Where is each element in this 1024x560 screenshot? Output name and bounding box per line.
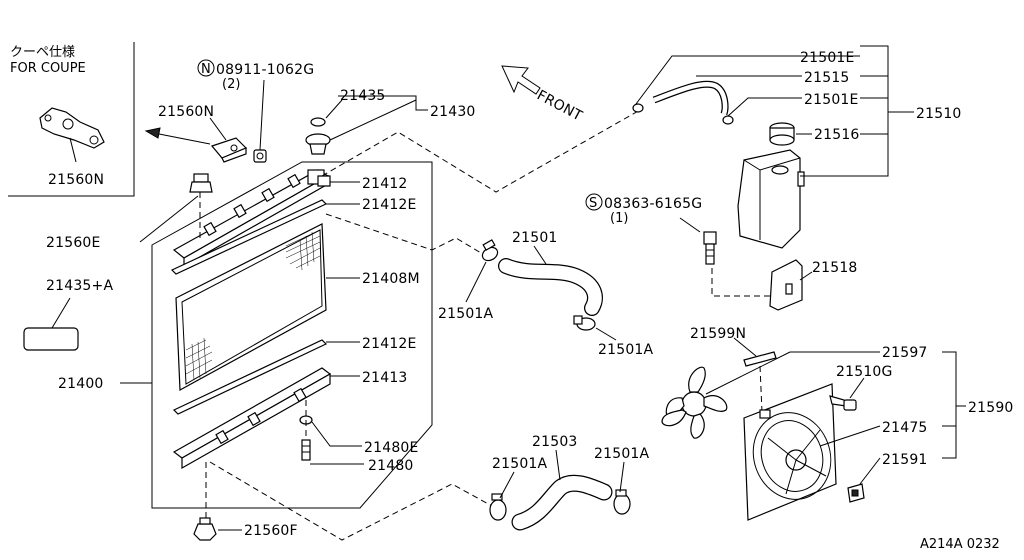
label-21597: 21597: [882, 345, 928, 361]
label-21501: 21501: [512, 230, 558, 246]
hose-route-lower: [209, 461, 493, 541]
reservoir-bracket-21518: [769, 259, 803, 311]
label-21560N: 21560N: [158, 104, 214, 120]
hose-route-upper: [325, 213, 487, 257]
lower-seal-21412E: [172, 339, 328, 415]
inset-title-en: FOR COUPE: [10, 61, 86, 76]
coupe-inset: クーペ仕様 FOR COUPE 21560N: [8, 42, 135, 197]
label-21516: 21516: [814, 127, 860, 143]
label-21501A-low2: 21501A: [594, 446, 650, 462]
label-08363: 08363-6165G: [604, 196, 702, 212]
label-21480: 21480: [368, 458, 414, 474]
label-21400: 21400: [58, 376, 104, 392]
fan-blade-21597: [661, 366, 728, 439]
radiator-cap-21430: [305, 133, 331, 155]
inset-title-jp: クーペ仕様: [10, 45, 75, 60]
label-21590: 21590: [968, 400, 1014, 416]
label-08911: 08911-1062G: [216, 62, 314, 78]
screw-21510G: [829, 395, 857, 411]
hose-clamp-upper-left: [481, 239, 499, 262]
label-21518: 21518: [812, 260, 858, 276]
label-21503: 21503: [532, 434, 578, 450]
label-21501A-left: 21501A: [438, 306, 494, 322]
drain-plug-21480: [301, 439, 311, 461]
reservoir-hose-21515: [652, 80, 729, 116]
label-21560N-inset: 21560N: [48, 172, 104, 188]
lower-mount-21560F: [193, 517, 217, 541]
hose-clip-21501E-top: [632, 103, 644, 113]
label-21408M: 21408M: [362, 271, 420, 287]
seal-ring-21435: [310, 117, 326, 127]
label-08911-qty: (2): [222, 77, 240, 92]
connector-21591: [847, 483, 865, 503]
label-21501A-low1: 21501A: [492, 456, 548, 472]
label-plate-icon: [23, 327, 79, 351]
circle-s-icon: [585, 193, 603, 211]
upper-mount-21560E: [189, 173, 213, 193]
radiator-assembly-frame: 21400: [58, 161, 433, 509]
front-label: FRONT: [534, 87, 585, 124]
reservoir-cap-21516: [769, 122, 795, 146]
reservoir-tank: [737, 149, 805, 249]
front-arrow-icon: FRONT: [501, 65, 585, 125]
drawing-reference: A214A 0232: [920, 537, 1000, 552]
hose-clip-21501E-mid: [722, 115, 734, 125]
hose-clamp-lower-left: [489, 493, 507, 521]
hose-route-upper-reservoir: [321, 109, 641, 193]
hose-clamp-lower-right: [613, 489, 631, 515]
label-21501E-mid: 21501E: [804, 92, 859, 108]
label-21501E-top: 21501E: [800, 50, 855, 66]
label-21501A-mid: 21501A: [598, 342, 654, 358]
upper-hose-21501: [498, 258, 603, 316]
label-21510: 21510: [916, 106, 962, 122]
label-21510G: 21510G: [836, 364, 893, 380]
reservoir-bracket-route: [711, 268, 770, 297]
fan-label-21599N: [743, 351, 777, 367]
hose-clamp-upper-right: [573, 315, 596, 331]
arrow-left-icon: [144, 127, 211, 145]
label-21412E-bottom: 21412E: [362, 336, 417, 352]
label-21480E: 21480E: [364, 440, 419, 456]
label-21435A: 21435+A: [46, 278, 113, 294]
label-21435: 21435: [340, 88, 386, 104]
circle-n-letter: N: [201, 62, 211, 77]
label-21413: 21413: [362, 370, 408, 386]
nut-08911: [253, 149, 267, 163]
label-21412E-top: 21412E: [362, 197, 417, 213]
label-21515: 21515: [804, 70, 850, 86]
label-21475: 21475: [882, 420, 928, 436]
label-21560E: 21560E: [46, 235, 101, 251]
lower-tank-21413: [172, 367, 332, 470]
radiator-core-21408M: [175, 223, 327, 391]
label-21430: 21430: [430, 104, 476, 120]
fan-shroud-21590: [743, 383, 837, 521]
coupe-bracket-icon: [39, 107, 105, 149]
label-21412: 21412: [362, 176, 408, 192]
lower-hose-21503: [511, 474, 613, 531]
filler-neck-21412: [307, 169, 331, 187]
label-21591: 21591: [882, 452, 928, 468]
circle-s-letter: S: [589, 196, 597, 211]
bracket-21560N: [210, 137, 248, 163]
circle-n-icon: [197, 59, 215, 77]
bolt-08363: [703, 231, 717, 265]
label-21599N: 21599N: [690, 326, 746, 342]
label-21560F: 21560F: [244, 523, 298, 539]
label-08363-qty: (1): [610, 211, 628, 226]
